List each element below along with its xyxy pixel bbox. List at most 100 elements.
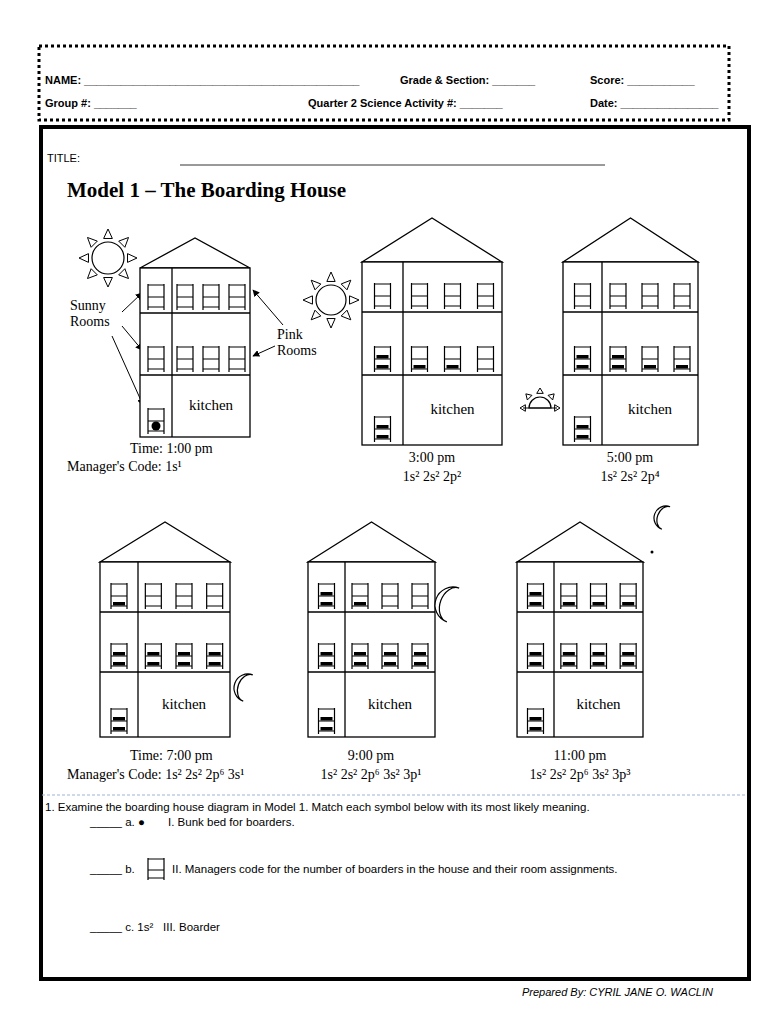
floor-line: [563, 311, 698, 312]
sun-ray: [311, 280, 321, 290]
house-roof: [563, 218, 698, 262]
floor-line: [362, 374, 502, 375]
bunk-bed: [674, 346, 690, 372]
boarder-mark: [622, 662, 634, 666]
leader-arrow: [253, 290, 283, 325]
leader-arrow: [122, 326, 142, 350]
room-divider: [137, 562, 138, 737]
sun-ray: [104, 229, 113, 238]
bunk-bed: [176, 583, 192, 609]
sun-ray: [128, 254, 137, 263]
question-text: _____ c. 1s²: [90, 921, 153, 934]
sun-ray: [87, 269, 97, 279]
sun-ray: [327, 272, 335, 281]
header-field: Quarter 2 Science Activity #: _______: [308, 97, 503, 110]
boarder-mark: [321, 592, 333, 596]
sun: [92, 242, 124, 274]
house-roof: [308, 522, 435, 562]
boarder-mark: [113, 652, 125, 656]
bunk-bed: [591, 583, 607, 609]
house-wall: [362, 262, 502, 445]
boarder-mark: [414, 365, 426, 369]
boarder-mark: [563, 652, 575, 656]
bunk-bed: [445, 346, 461, 372]
bunk-bed: [319, 708, 335, 734]
boarder-mark: [593, 662, 605, 666]
boarder-mark: [447, 365, 459, 369]
boarder-mark: [577, 365, 589, 369]
bunk-bed: [382, 643, 398, 669]
kitchen-label: kitchen: [162, 696, 206, 713]
kitchen-label: kitchen: [576, 696, 620, 713]
bunk-bed: [203, 284, 219, 310]
bunk-bed: [177, 284, 193, 310]
boarder-mark: [113, 717, 125, 721]
bunk-bed: [111, 583, 127, 609]
sun-ray: [350, 296, 359, 304]
bunk-bed: [642, 283, 658, 309]
managers-code: 1s² 2s² 2p²: [403, 469, 462, 485]
boarder-mark: [414, 652, 426, 656]
kitchen-label: kitchen: [628, 401, 672, 418]
sun-ray: [341, 280, 351, 290]
bunk-bed: [375, 416, 391, 442]
boarder-mark: [209, 652, 221, 656]
bunk-bed: [319, 583, 335, 609]
bunk-bed: [412, 583, 428, 609]
kitchen-label: kitchen: [189, 397, 233, 414]
sun-ray: [548, 394, 554, 400]
sun-ray: [526, 394, 532, 400]
bunk-bed: [148, 284, 164, 310]
bunk-bed: [176, 643, 192, 669]
boarder-mark: [676, 365, 688, 369]
bunk-bed: [561, 583, 577, 609]
model-heading: Model 1 – The Boarding House: [67, 178, 346, 202]
bunk-symbol: [148, 858, 164, 880]
room-label: Sunny Rooms: [70, 298, 122, 330]
kitchen-label: kitchen: [368, 696, 412, 713]
boarder-mark: [530, 602, 542, 606]
house-wall: [140, 268, 250, 437]
moon: [230, 670, 253, 701]
sun-ray: [341, 310, 351, 320]
sun-ray: [119, 237, 129, 247]
floor-line: [362, 311, 502, 312]
boarder-mark: [321, 652, 333, 656]
boarder-mark: [414, 662, 426, 666]
time-label: 9:00 pm: [348, 748, 394, 764]
house-roof: [100, 522, 230, 562]
bunk-bed: [111, 643, 127, 669]
boarder-mark: [354, 602, 366, 606]
sun-ray: [303, 296, 312, 304]
time-label: Time: 1:00 pm: [130, 441, 213, 457]
boarder-mark: [147, 652, 159, 656]
sun-ray: [79, 254, 88, 263]
floor-line: [308, 671, 435, 672]
separator-line: [42, 795, 746, 796]
boarder-mark: [530, 727, 542, 731]
floor-line: [140, 374, 250, 375]
floor-line: [100, 611, 230, 612]
boarder-mark: [377, 365, 389, 369]
bunk-bed: [620, 643, 636, 669]
floor-line: [308, 611, 435, 612]
boarder-mark: [593, 652, 605, 656]
boarder-mark: [321, 602, 333, 606]
bunk-bed: [375, 283, 391, 309]
boarder-mark: [622, 602, 634, 606]
room-label: Pink Rooms: [277, 327, 323, 359]
floor-line: [100, 671, 230, 672]
floor-line: [517, 671, 643, 672]
house-wall: [308, 562, 435, 737]
bunk-bed: [412, 283, 428, 309]
boarder-mark: [377, 355, 389, 359]
boarder-mark: [530, 717, 542, 721]
boarder-mark: [577, 435, 589, 439]
bunk-bed: [610, 346, 626, 372]
bunk-bed: [412, 643, 428, 669]
bunk-bed: [382, 583, 398, 609]
managers-code: 1s² 2s² 2p⁶ 3s² 3p¹: [320, 767, 421, 783]
bunk-bed: [145, 643, 161, 669]
time-label: 3:00 pm: [409, 450, 455, 466]
